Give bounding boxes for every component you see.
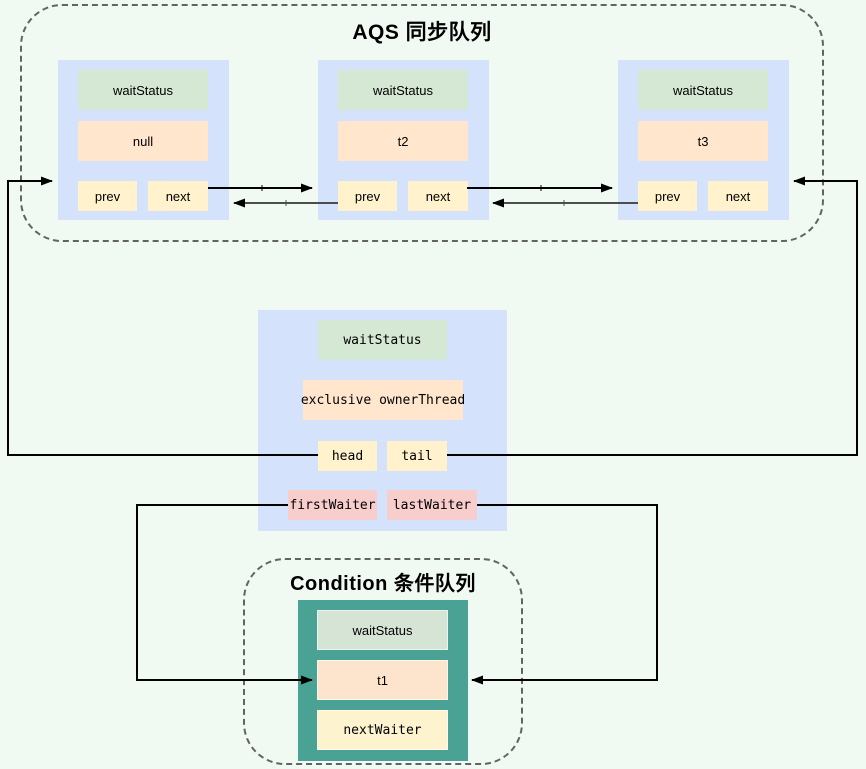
aqs-object-box: waitStatus exclusive ownerThread head ta… <box>258 310 507 531</box>
sync-node-1-prev-cell: prev <box>78 181 137 211</box>
sync-node-3-next-cell: next <box>708 181 768 211</box>
sync-queue-group <box>20 4 824 242</box>
sync-node-2-thread-cell: t2 <box>338 121 468 161</box>
aqs-tail-cell: tail <box>387 441 447 471</box>
sync-node-2-prev-cell: prev <box>338 181 397 211</box>
sync-node-1-waitstatus-cell: waitStatus <box>78 70 208 110</box>
sync-queue-title: AQS 同步队列 <box>352 21 492 44</box>
aqs-first-waiter-cell: firstWaiter <box>288 490 377 520</box>
condition-thread-cell: t1 <box>317 660 448 700</box>
sync-node-3-prev-cell: prev <box>638 181 697 211</box>
sync-node-3-waitstatus-cell: waitStatus <box>638 70 768 110</box>
sync-node-2-next-cell: next <box>408 181 468 211</box>
sync-node-1: waitStatus null prev next <box>58 60 229 220</box>
aqs-last-waiter-cell: lastWaiter <box>387 490 477 520</box>
aqs-head-cell: head <box>318 441 377 471</box>
sync-node-1-next-cell: next <box>148 181 208 211</box>
sync-node-2-waitstatus-cell: waitStatus <box>338 70 468 110</box>
condition-queue-title: Condition 条件队列 <box>290 573 476 595</box>
condition-next-waiter-cell: nextWaiter <box>317 710 448 750</box>
sync-node-1-thread-cell: null <box>78 121 208 161</box>
sync-node-3-thread-cell: t3 <box>638 121 768 161</box>
condition-node: waitStatus t1 nextWaiter <box>298 600 468 761</box>
condition-waitstatus-cell: waitStatus <box>317 610 448 650</box>
aqs-owner-thread-cell: exclusive ownerThread <box>301 380 465 420</box>
sync-node-3: waitStatus t3 prev next <box>618 60 789 220</box>
aqs-waitstatus-cell: waitStatus <box>318 320 447 360</box>
sync-node-2: waitStatus t2 prev next <box>318 60 489 220</box>
